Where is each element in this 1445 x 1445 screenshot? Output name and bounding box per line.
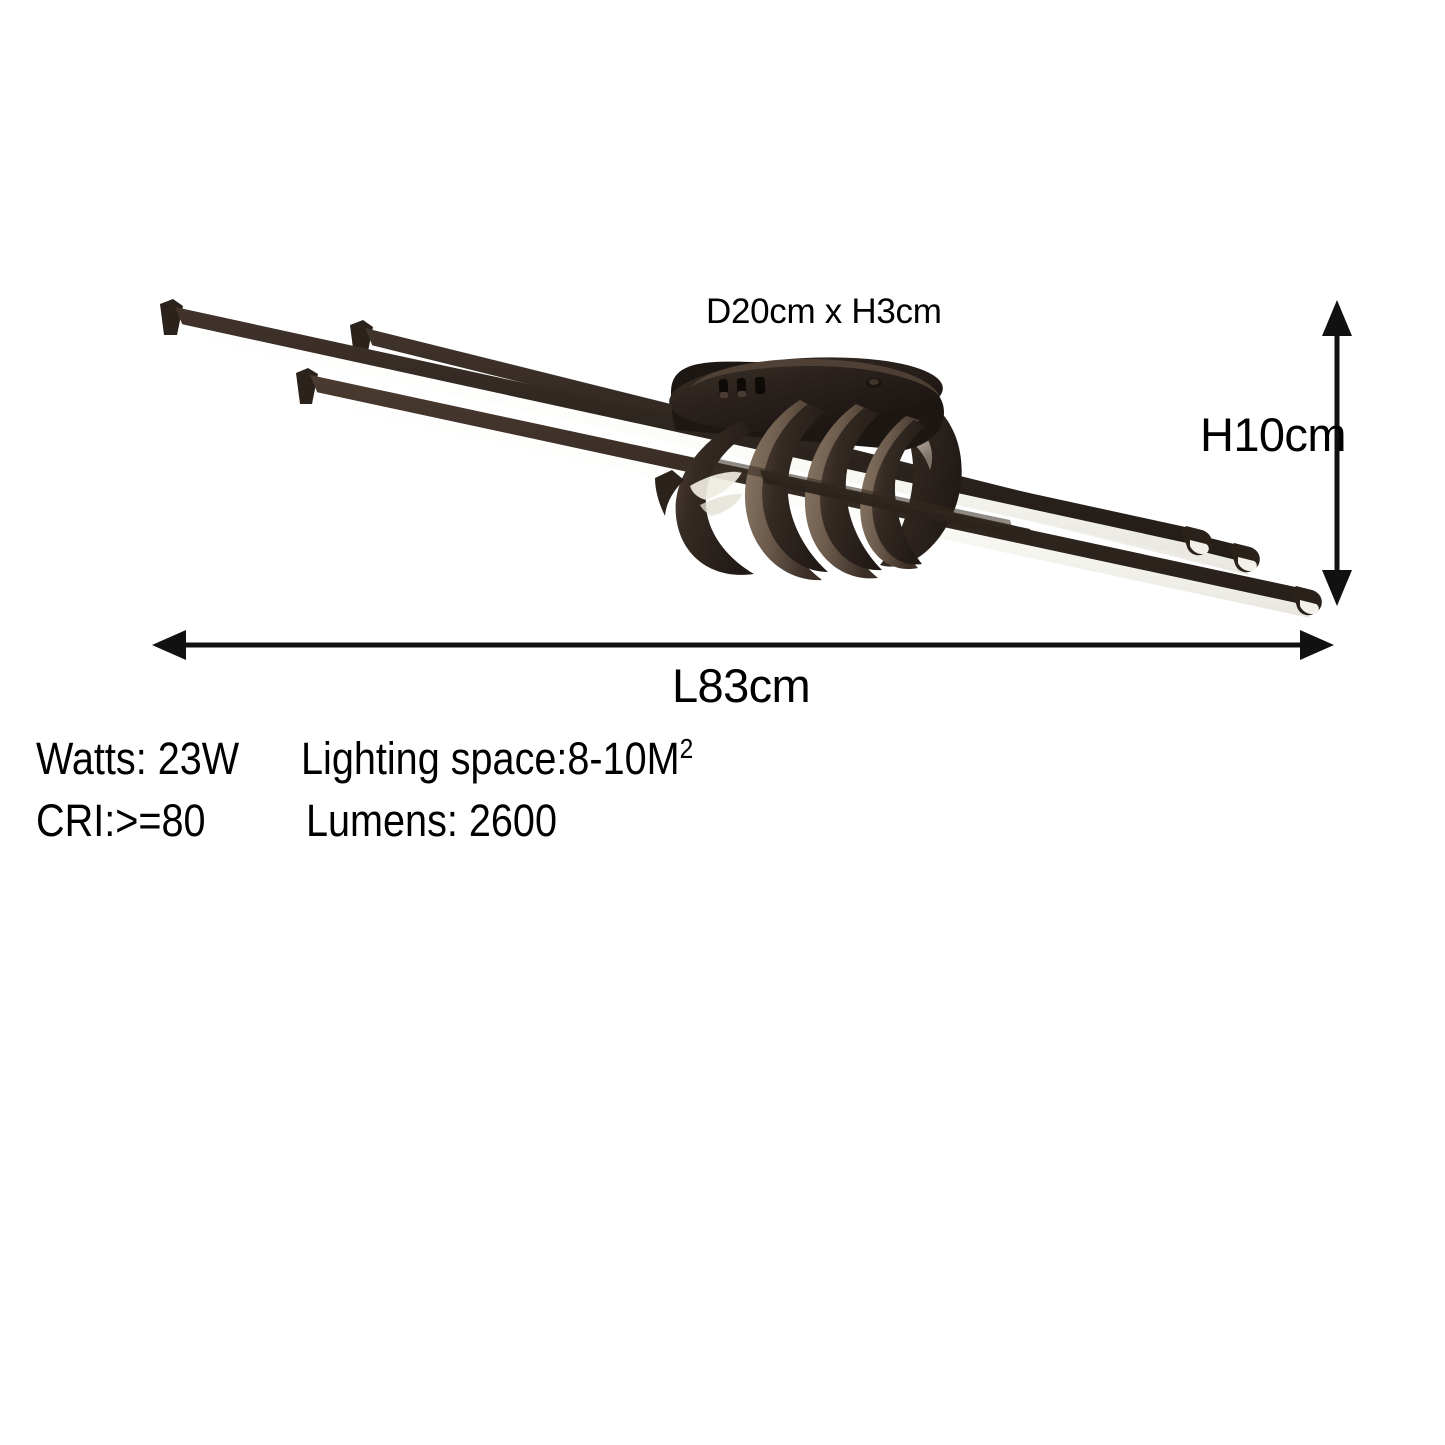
knot-ribbon-1 bbox=[655, 420, 754, 575]
specification-block: Watts: 23W Lighting space:8-10M2 CRI:>=8… bbox=[36, 733, 756, 860]
mount-plate-vents bbox=[718, 376, 766, 399]
mount-plate-screw bbox=[866, 378, 882, 388]
spec-lighting-space: Lighting space:8-10M2 bbox=[301, 733, 694, 784]
length-dimension-arrow bbox=[152, 630, 1334, 660]
diameter-label: D20cm x H3cm bbox=[706, 292, 942, 331]
length-label: L83cm bbox=[672, 659, 811, 712]
spec-row: CRI:>=80 Lumens: 2600 bbox=[36, 798, 756, 860]
spec-lumens: Lumens: 2600 bbox=[306, 798, 557, 843]
knot-ribbon-3 bbox=[804, 404, 882, 579]
spec-cri: CRI:>=80 bbox=[36, 795, 206, 846]
knot-ribbon-2 bbox=[745, 400, 828, 581]
knot-ribbon-4 bbox=[860, 416, 926, 570]
knot-ribbon-back bbox=[880, 390, 962, 567]
spec-lighting-space-text: Lighting space:8-10M bbox=[301, 733, 680, 784]
spec-row: Watts: 23W Lighting space:8-10M2 bbox=[36, 733, 756, 798]
spec-lighting-space-superscript: 2 bbox=[679, 733, 694, 764]
height-dimension-arrow bbox=[1322, 300, 1352, 606]
spec-lumens-text: Lumens: 2600 bbox=[306, 795, 557, 846]
height-label: H10cm bbox=[1200, 408, 1346, 461]
knot-assembly bbox=[655, 357, 1034, 581]
spec-watts: Watts: 23W bbox=[36, 733, 240, 784]
